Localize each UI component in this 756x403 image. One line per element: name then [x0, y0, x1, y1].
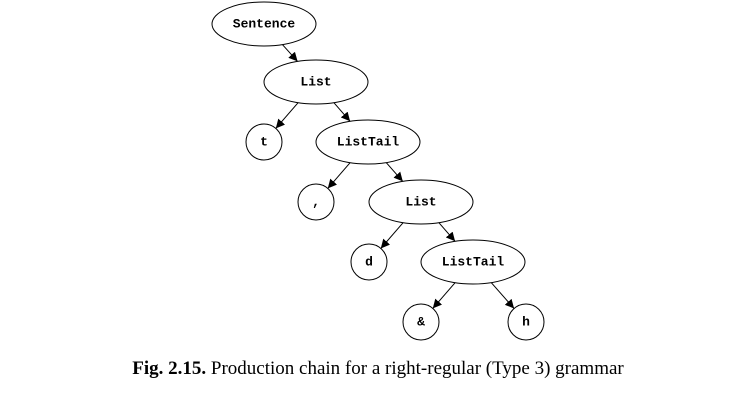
- node-sentence: Sentence: [211, 1, 317, 47]
- node-comma-shape: [297, 183, 335, 221]
- node-sentence-label: Sentence: [233, 17, 296, 32]
- node-sentence-shape: [211, 1, 317, 47]
- figure-caption: Fig. 2.15. Production chain for a right-…: [0, 358, 756, 380]
- node-list1-label: List: [300, 75, 331, 90]
- edge-listtail2-to-amp: [432, 282, 456, 309]
- node-list1: List: [263, 59, 369, 105]
- edge-listtail1-to-list2: [385, 162, 404, 182]
- figure-caption-text: Production chain for a right-regular (Ty…: [210, 358, 624, 379]
- edge-list2-to-listtail2: [438, 222, 456, 242]
- node-h-shape: [507, 303, 545, 341]
- tree-edges: [275, 44, 515, 309]
- node-d-label: d: [365, 255, 373, 270]
- figure-caption-label: Fig. 2.15.: [132, 358, 207, 379]
- node-list2-label: List: [405, 195, 436, 210]
- node-comma: ,: [297, 183, 335, 221]
- node-listtail1-label: ListTail: [337, 135, 400, 150]
- edge-list2-to-d: [380, 222, 404, 249]
- node-t-shape: [245, 123, 283, 161]
- node-listtail2: ListTail: [420, 239, 526, 285]
- node-h-label: h: [522, 315, 530, 330]
- node-t: t: [245, 123, 283, 161]
- node-list2-shape: [368, 179, 474, 225]
- node-listtail2-shape: [420, 239, 526, 285]
- node-list2: List: [368, 179, 474, 225]
- node-listtail1-shape: [315, 119, 421, 165]
- node-list1-shape: [263, 59, 369, 105]
- node-amp: &: [402, 303, 440, 341]
- node-d-shape: [350, 243, 388, 281]
- node-comma-label: ,: [312, 195, 320, 210]
- node-h: h: [507, 303, 545, 341]
- edge-listtail2-to-h: [490, 282, 515, 309]
- node-amp-label: &: [417, 315, 425, 330]
- node-listtail2-label: ListTail: [442, 255, 505, 270]
- edge-sentence-to-list1: [282, 44, 298, 62]
- node-t-label: t: [260, 135, 268, 150]
- node-amp-shape: [402, 303, 440, 341]
- edge-list1-to-t: [275, 102, 299, 129]
- node-listtail1: ListTail: [315, 119, 421, 165]
- edge-list1-to-listtail1: [333, 102, 351, 122]
- node-d: d: [350, 243, 388, 281]
- edge-listtail1-to-comma: [327, 162, 351, 189]
